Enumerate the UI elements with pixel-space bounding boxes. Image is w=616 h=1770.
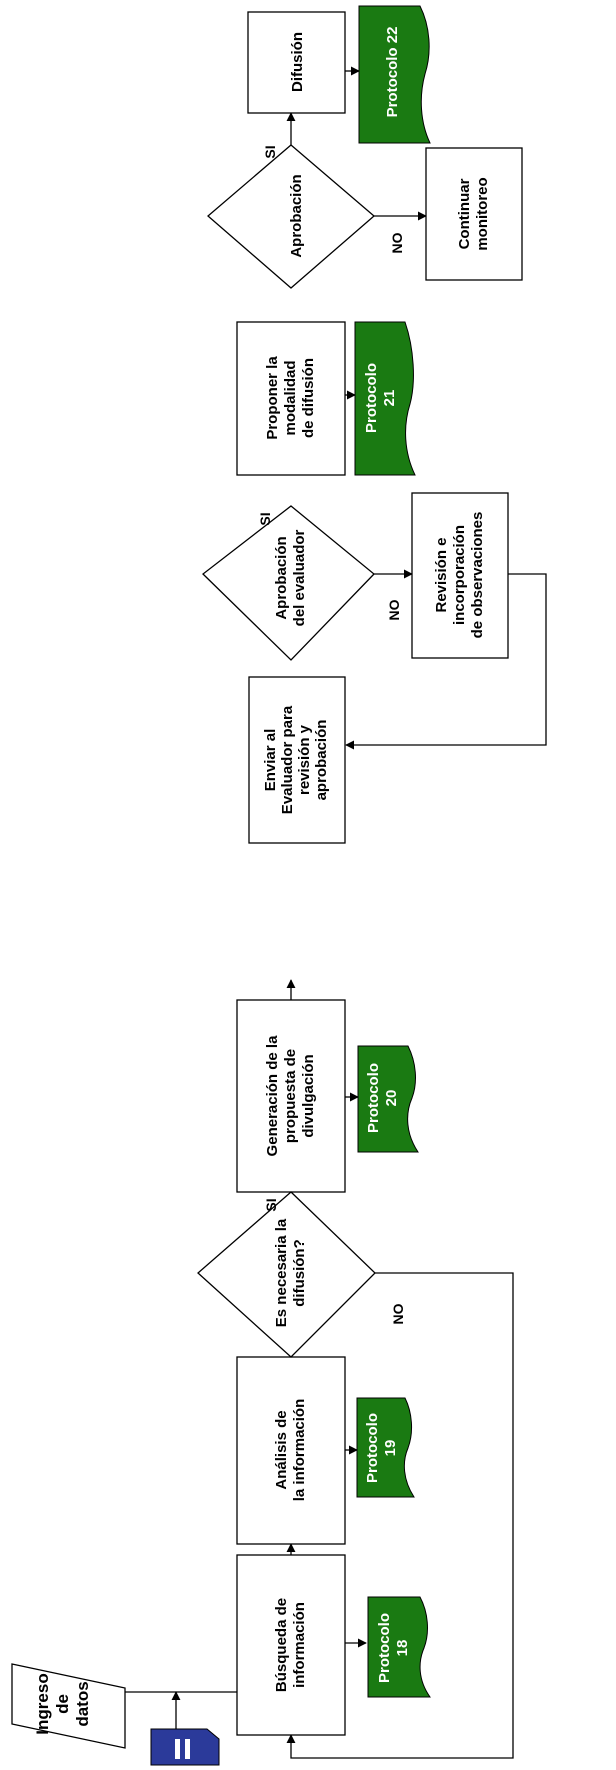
protocol-22-line-1: Protocolo 22 bbox=[384, 27, 401, 118]
protocol-19-text: Protocolo 19 bbox=[364, 1413, 399, 1483]
enviar-text: Enviar al Evaluador para revisión y apro… bbox=[262, 705, 330, 814]
protocol-19-shape bbox=[356, 1397, 415, 1498]
busqueda-line-2: información bbox=[291, 1602, 308, 1688]
arrow-no-loop-busqueda bbox=[286, 1272, 514, 1759]
start-marker bbox=[150, 1728, 220, 1766]
protocol-19-line-2: 19 bbox=[382, 1440, 399, 1457]
protocol-20-line-1: Protocolo bbox=[365, 1063, 382, 1133]
svg-text:SI: SI bbox=[257, 512, 273, 525]
ingreso-datos-text: Ingreso de datos bbox=[33, 1673, 92, 1734]
busqueda-line-1: Búsqueda de bbox=[273, 1598, 290, 1692]
proponer-line-2: modalidad bbox=[282, 360, 299, 435]
protocol-20-shape bbox=[357, 1045, 419, 1153]
branch-no-evaluador: NO bbox=[386, 599, 402, 620]
svg-text:SI: SI bbox=[262, 145, 278, 158]
revision-line-1: Revisión e bbox=[433, 537, 450, 612]
box-revision bbox=[411, 492, 509, 659]
branch-si-aprobacion: SI bbox=[262, 145, 278, 158]
continuar-line-1: Continuar bbox=[456, 178, 473, 249]
generacion-propuesta-box bbox=[236, 999, 346, 1193]
box-busqueda bbox=[236, 1554, 346, 1736]
diamond-difusion bbox=[197, 1191, 376, 1358]
protocol-21-line-1: Protocolo bbox=[363, 363, 380, 433]
enviar-line-2: Evaluador para bbox=[279, 705, 296, 814]
branch-no-difusion: NO bbox=[390, 1303, 406, 1324]
enviar-line-1: Enviar al bbox=[262, 729, 279, 792]
generacion-line-3: divulgación bbox=[300, 1054, 317, 1137]
branch-si-difusion: SI bbox=[263, 1198, 279, 1211]
decision-evaluador bbox=[202, 505, 375, 661]
process-enviar-evaluador bbox=[248, 676, 346, 844]
box-analisis bbox=[236, 1356, 346, 1545]
svg-text:NO: NO bbox=[386, 599, 402, 620]
continuar-line-2: monitoreo bbox=[474, 177, 491, 250]
generacion-line-2: propuesta de bbox=[282, 1049, 299, 1143]
protocol-18-line-2: 18 bbox=[394, 1640, 411, 1657]
arrow-revision-enviar bbox=[345, 573, 547, 750]
enviar-line-3: revisión y bbox=[296, 724, 313, 795]
ingreso-line-2: de bbox=[53, 1694, 72, 1714]
dec-difusion-line-2: difusión? bbox=[291, 1239, 308, 1307]
protocol-22-shape bbox=[358, 5, 431, 144]
svg-text:NO: NO bbox=[390, 1303, 406, 1324]
protocol-21-shape bbox=[354, 321, 416, 476]
protocol-18-text: Protocolo 18 bbox=[376, 1613, 411, 1683]
protocol-22-text: Protocolo 22 bbox=[384, 27, 401, 118]
generacion-text: Generación de la propuesta de divulgació… bbox=[264, 1035, 317, 1157]
svg-text:SI: SI bbox=[263, 1198, 279, 1211]
proponer-line-3: de difusión bbox=[300, 358, 317, 438]
revision-text: Revisión e incorporación de observacione… bbox=[433, 512, 486, 639]
proponer-text: Proponer la modalidad de difusión bbox=[264, 356, 317, 440]
branch-no-aprobacion: NO bbox=[389, 232, 405, 253]
revision-line-2: incorporación bbox=[451, 525, 468, 625]
svg-text:NO: NO bbox=[389, 232, 405, 253]
revision-line-3: de observaciones bbox=[469, 512, 486, 639]
protocol-20-line-2: 20 bbox=[383, 1090, 400, 1107]
box-continuar bbox=[425, 147, 523, 281]
protocol-18-line-1: Protocolo bbox=[376, 1613, 393, 1683]
protocol-21-text: Protocolo 21 bbox=[363, 363, 398, 433]
protocol-21-line-2: 21 bbox=[381, 390, 398, 407]
proponer-line-1: Proponer la bbox=[264, 356, 281, 440]
busqueda-text: Búsqueda de información bbox=[273, 1598, 308, 1692]
branch-si-evaluador: SI bbox=[257, 512, 273, 525]
box-difusion bbox=[247, 11, 346, 114]
decision-aprobacion bbox=[207, 144, 375, 289]
ingreso-line-1: Ingreso bbox=[33, 1673, 52, 1734]
analisis-line-2: la información bbox=[291, 1399, 308, 1502]
protocol-19-line-1: Protocolo bbox=[364, 1413, 381, 1483]
dec-aprobacion-text: Aprobación bbox=[288, 174, 305, 257]
analisis-line-1: Análisis de bbox=[273, 1410, 290, 1489]
dec-evaluador-text: Aprobación del evaluador bbox=[273, 529, 308, 626]
enviar-line-4: aprobación bbox=[313, 720, 330, 801]
difusion-text: Difusión bbox=[289, 32, 306, 92]
ingreso-line-3: datos bbox=[73, 1681, 92, 1726]
protocol-18-shape bbox=[367, 1596, 431, 1698]
dec-evaluador-line-2: del evaluador bbox=[291, 529, 308, 626]
generacion-line-1: Generación de la bbox=[264, 1035, 281, 1157]
protocol-20-text: Protocolo 20 bbox=[365, 1063, 400, 1133]
dec-difusion-line-1: Es necesaria la bbox=[273, 1218, 290, 1327]
analisis-text: Análisis de la información bbox=[273, 1399, 308, 1502]
continuar-text: Continuar monitoreo bbox=[456, 177, 491, 250]
dec-evaluador-line-1: Aprobación bbox=[273, 536, 290, 619]
dec-difusion-text: Es necesaria la difusión? bbox=[273, 1218, 308, 1327]
difusion-line-1: Difusión bbox=[289, 32, 306, 92]
double-bar-glyph-icon bbox=[175, 1739, 190, 1759]
data-input-parallelogram bbox=[11, 1663, 126, 1749]
dec-aprobacion-line-1: Aprobación bbox=[288, 174, 305, 257]
proponer-box bbox=[236, 321, 346, 476]
